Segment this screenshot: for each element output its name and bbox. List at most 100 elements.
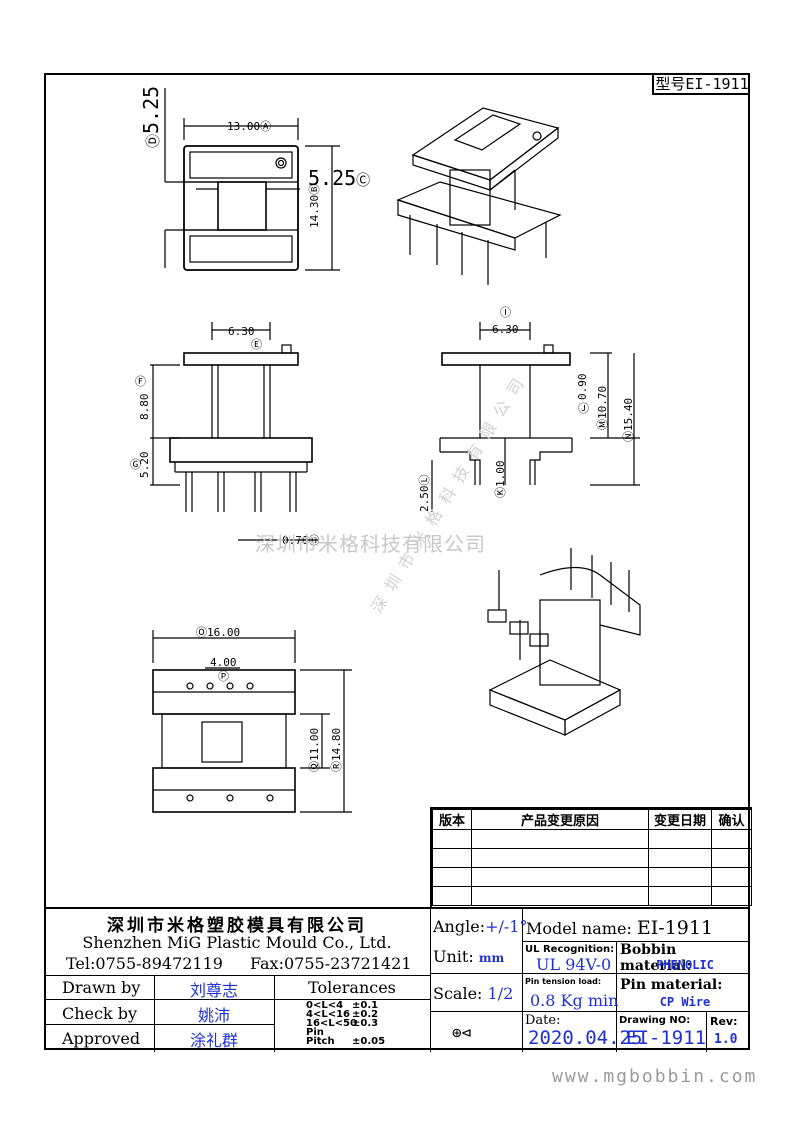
svg-text:Ⓙ: Ⓙ (578, 402, 589, 415)
check-by-value: 姚沛 (197, 1006, 230, 1025)
svg-text:Ⓔ: Ⓔ (251, 338, 262, 351)
side-view (431, 322, 640, 512)
front-view (150, 322, 318, 541)
svg-text:Ⓝ15.40: Ⓝ15.40 (622, 398, 635, 442)
top-view (164, 88, 340, 271)
approved-value: 涂礼群 (189, 1031, 238, 1050)
rev-value: 1.0 (714, 1032, 738, 1047)
dim-f: 8.80 (138, 394, 151, 421)
drawing-no-value: EI-1911 (626, 1027, 707, 1049)
rev-header-version: 版本 (432, 809, 472, 830)
model-name-field: Model name: EI-1911 (526, 917, 714, 939)
model-tag-prefix: 型号 (655, 75, 686, 93)
svg-text:Ⓘ: Ⓘ (500, 306, 511, 319)
scale-field: Scale: 1/2 (433, 984, 514, 1003)
dim-j-id: Ⓙ (578, 402, 589, 415)
isometric-view-top (396, 107, 562, 285)
dim-c: 5.25 (308, 166, 356, 190)
date-value: 2020.04.25 (528, 1027, 643, 1049)
pin-material-value: CP Wire (659, 995, 711, 1009)
rev-header-date: 变更日期 (648, 809, 712, 830)
dim-o: 16.00 (207, 626, 240, 639)
svg-text:14.30Ⓑ: 14.30Ⓑ (308, 184, 321, 228)
svg-text:6.30: 6.30 (492, 323, 519, 336)
angle-field: Angle:+/-1° (433, 917, 528, 936)
table-row (432, 829, 752, 849)
dim-h: 0.70 (282, 534, 309, 547)
svg-text:0.90: 0.90 (576, 374, 589, 401)
dim-m-id: Ⓜ (596, 419, 609, 430)
dim-f-id: Ⓕ (135, 375, 146, 388)
svg-text:Ⓜ10.70: Ⓜ10.70 (596, 386, 609, 430)
svg-text:Ⓟ: Ⓟ (218, 670, 229, 683)
dim-a-id: Ⓐ (260, 120, 271, 133)
dim-e-id: Ⓔ (251, 338, 262, 351)
svg-text:Ⓠ11.00: Ⓠ11.00 (308, 728, 321, 772)
rev-header-confirm: 确认 (711, 809, 752, 830)
dim-i-id: Ⓘ (500, 306, 511, 319)
dim-l-id: Ⓛ (418, 475, 431, 486)
check-by-label: Check by (62, 1004, 138, 1023)
bobbin-material-value: PHENOLIC (656, 958, 714, 972)
table-row (432, 848, 752, 868)
svg-text:6.30: 6.30 (228, 325, 255, 338)
company-fax: Fax:0755-23721421 (250, 954, 412, 973)
dim-e: 6.30 (228, 325, 255, 338)
dim-q-id: Ⓠ (308, 761, 321, 772)
dim-p-id: Ⓟ (218, 670, 229, 683)
tolerances-label: Tolerances (308, 978, 396, 997)
dim-b-id: Ⓑ (308, 184, 321, 195)
dim-q: 11.00 (308, 728, 321, 761)
dim-m: 10.70 (596, 386, 609, 419)
dim-n-id: Ⓝ (622, 431, 635, 442)
svg-text:2.50Ⓛ: 2.50Ⓛ (418, 475, 431, 513)
company-name-en: Shenzhen MiG Plastic Mould Co., Ltd. (82, 933, 392, 952)
svg-text:8.80: 8.80 (138, 394, 151, 421)
rev-label: Rev: (710, 1015, 738, 1028)
dim-k-id: Ⓚ (494, 487, 507, 498)
dim-a: 13.00 (227, 120, 260, 133)
dim-h-id: Ⓗ (309, 534, 320, 547)
approved-label: Approved (62, 1029, 141, 1048)
tolerances-list: 0<L<4±0.1 4<L<16±0.2 16<L<50±0.3 Pin Pit… (306, 1000, 386, 1047)
dim-j: 0.90 (576, 374, 589, 401)
dim-o-id: Ⓞ (196, 626, 207, 639)
revision-table: 版本 产品变更原因 变更日期 确认 (430, 807, 752, 909)
dim-d-id: Ⓓ (146, 134, 162, 148)
svg-text:5.25Ⓒ: 5.25Ⓒ (308, 166, 370, 190)
isometric-view-bottom (487, 548, 641, 737)
rev-header-reason: 产品变更原因 (471, 809, 649, 830)
table-row (432, 867, 752, 887)
dim-k: 1.00 (494, 461, 507, 488)
svg-text:Ⓖ: Ⓖ (130, 458, 141, 471)
dim-d: 5.25 (139, 86, 163, 134)
dim-r-id: Ⓡ (330, 761, 343, 772)
title-block: 深圳市米格塑胶模具有限公司 Shenzhen MiG Plastic Mould… (44, 907, 750, 1052)
svg-text:4.00: 4.00 (210, 656, 237, 669)
footer-url: www.mgbobbin.com (552, 1066, 758, 1087)
svg-text:Ⓕ: Ⓕ (135, 375, 146, 388)
model-tag-value: EI-1911 (685, 75, 749, 93)
svg-text:Ⓓ5.25: Ⓓ5.25 (139, 86, 163, 148)
drawn-by-label: Drawn by (62, 978, 141, 997)
table-row (432, 886, 752, 906)
model-tag: 型号EI-1911 (652, 75, 750, 95)
dim-g-id: Ⓖ (130, 458, 141, 471)
dim-p: 4.00 (210, 656, 237, 669)
company-tel: Tel:0755-89472119 (66, 954, 223, 973)
svg-text:Ⓡ14.80: Ⓡ14.80 (330, 728, 343, 772)
bobbin-material-label: Bobbin material: (620, 942, 692, 974)
dim-n: 15.40 (622, 398, 635, 431)
drawing-no-label: Drawing NO: (619, 1015, 691, 1026)
dim-c-id: Ⓒ (356, 173, 370, 189)
pin-tension-value: 0.8 Kg min (530, 991, 619, 1010)
ul-value: UL 94V-0 (536, 955, 612, 974)
svg-text:5.20: 5.20 (138, 452, 151, 479)
svg-text:Ⓚ1.00: Ⓚ1.00 (494, 461, 507, 499)
date-label: Date: (525, 1013, 561, 1028)
watermark-company: 深圳市米格科技有限公司 (255, 532, 486, 556)
pin-material-label: Pin material: (620, 977, 723, 993)
svg-text:13.00Ⓐ: 13.00Ⓐ (227, 120, 271, 133)
unit-field: Unit: mm (433, 947, 505, 966)
